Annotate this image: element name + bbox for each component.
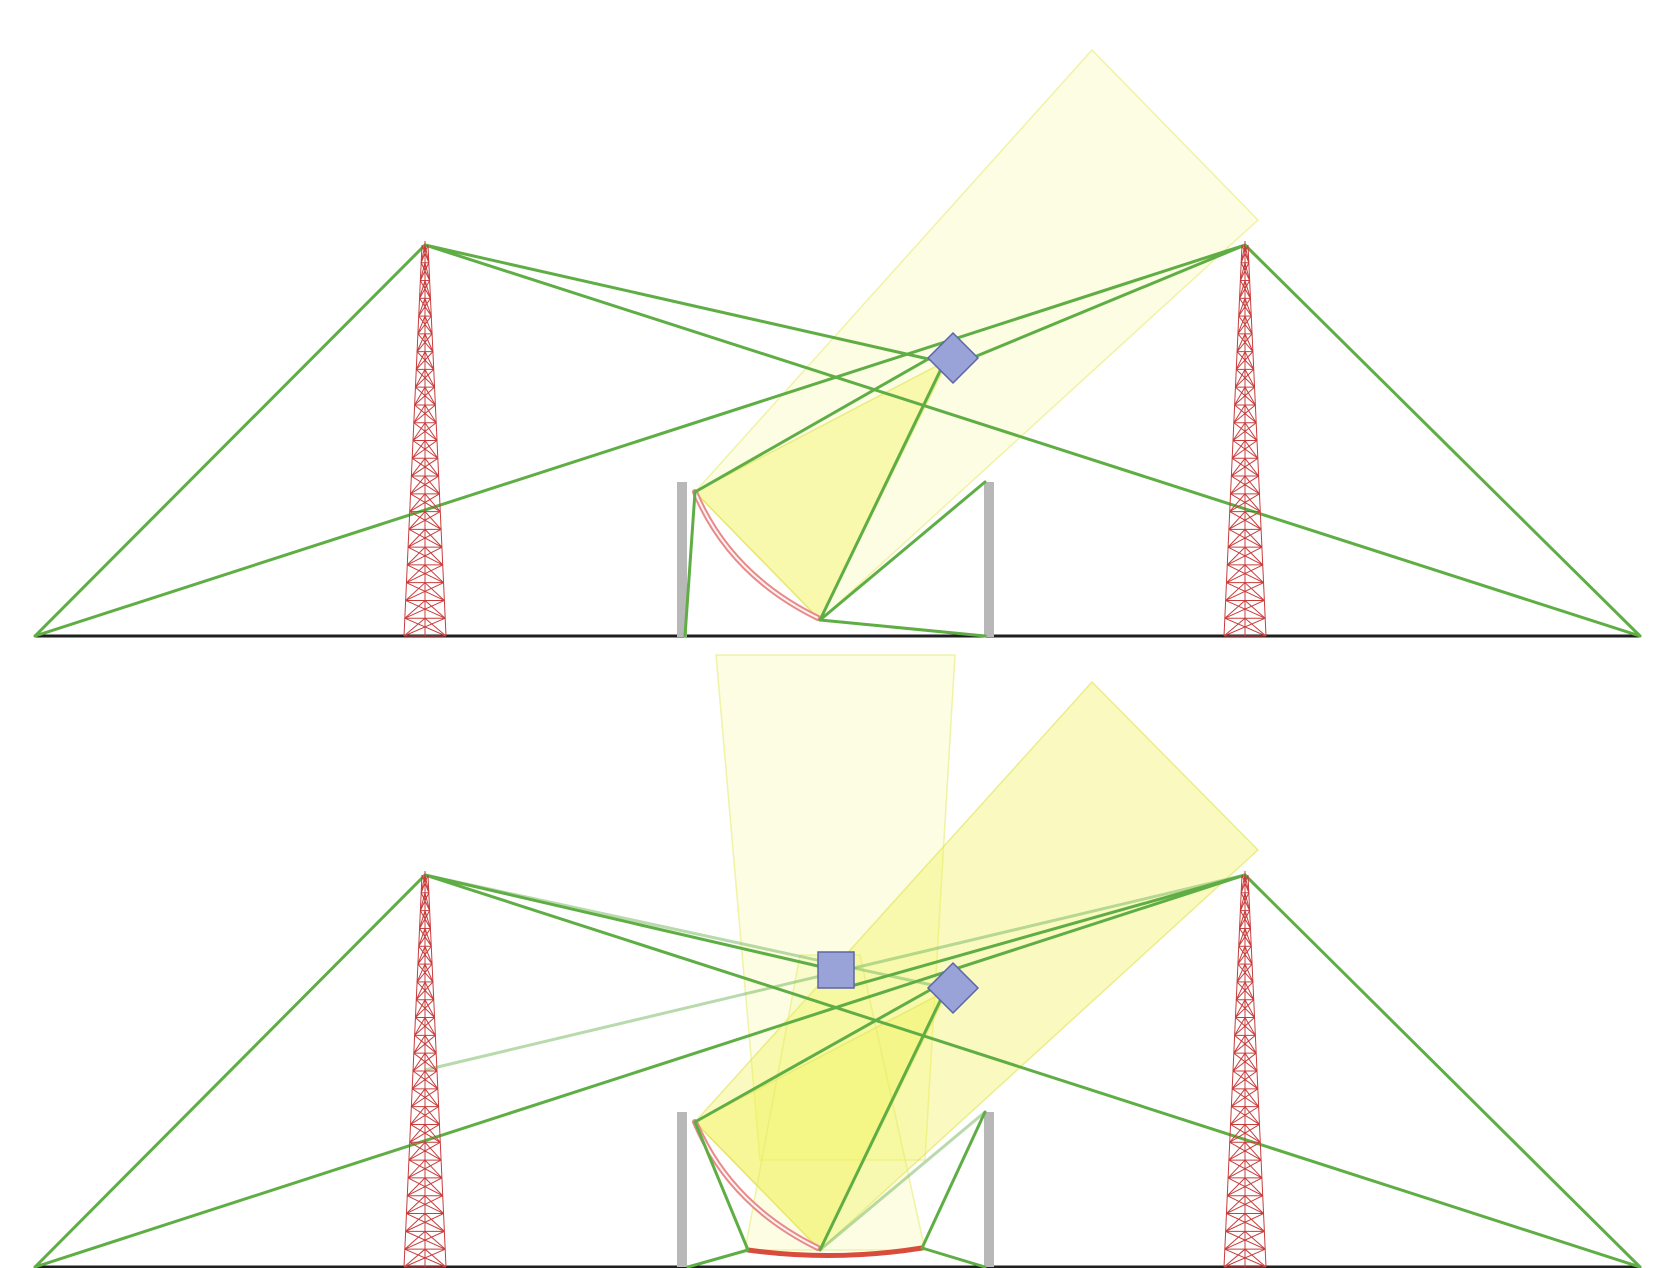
bottom-left-tower	[403, 871, 447, 1268]
bottom-vertical-beam	[715, 654, 956, 1161]
bottom-left-wall	[677, 1112, 687, 1267]
bottom-primary-reflector-flat	[745, 1245, 925, 1259]
bottom-right-wall	[984, 1112, 994, 1267]
top-cables	[33, 243, 1642, 638]
top-left-tower	[403, 241, 447, 637]
bottom-secondary-reflector-square	[817, 951, 855, 989]
bottom-cables	[33, 873, 1642, 1268]
top-right-tower	[1223, 241, 1267, 637]
bottom-panel	[33, 654, 1642, 1268]
top-panel	[33, 48, 1642, 638]
top-secondary-reflector	[926, 331, 980, 385]
bottom-right-tower	[1223, 871, 1267, 1268]
top-primary-reflector-inner	[694, 491, 819, 619]
bottom-secondary-reflector-diamond	[926, 961, 980, 1015]
top-left-wall	[677, 482, 687, 637]
top-right-wall	[984, 482, 994, 637]
